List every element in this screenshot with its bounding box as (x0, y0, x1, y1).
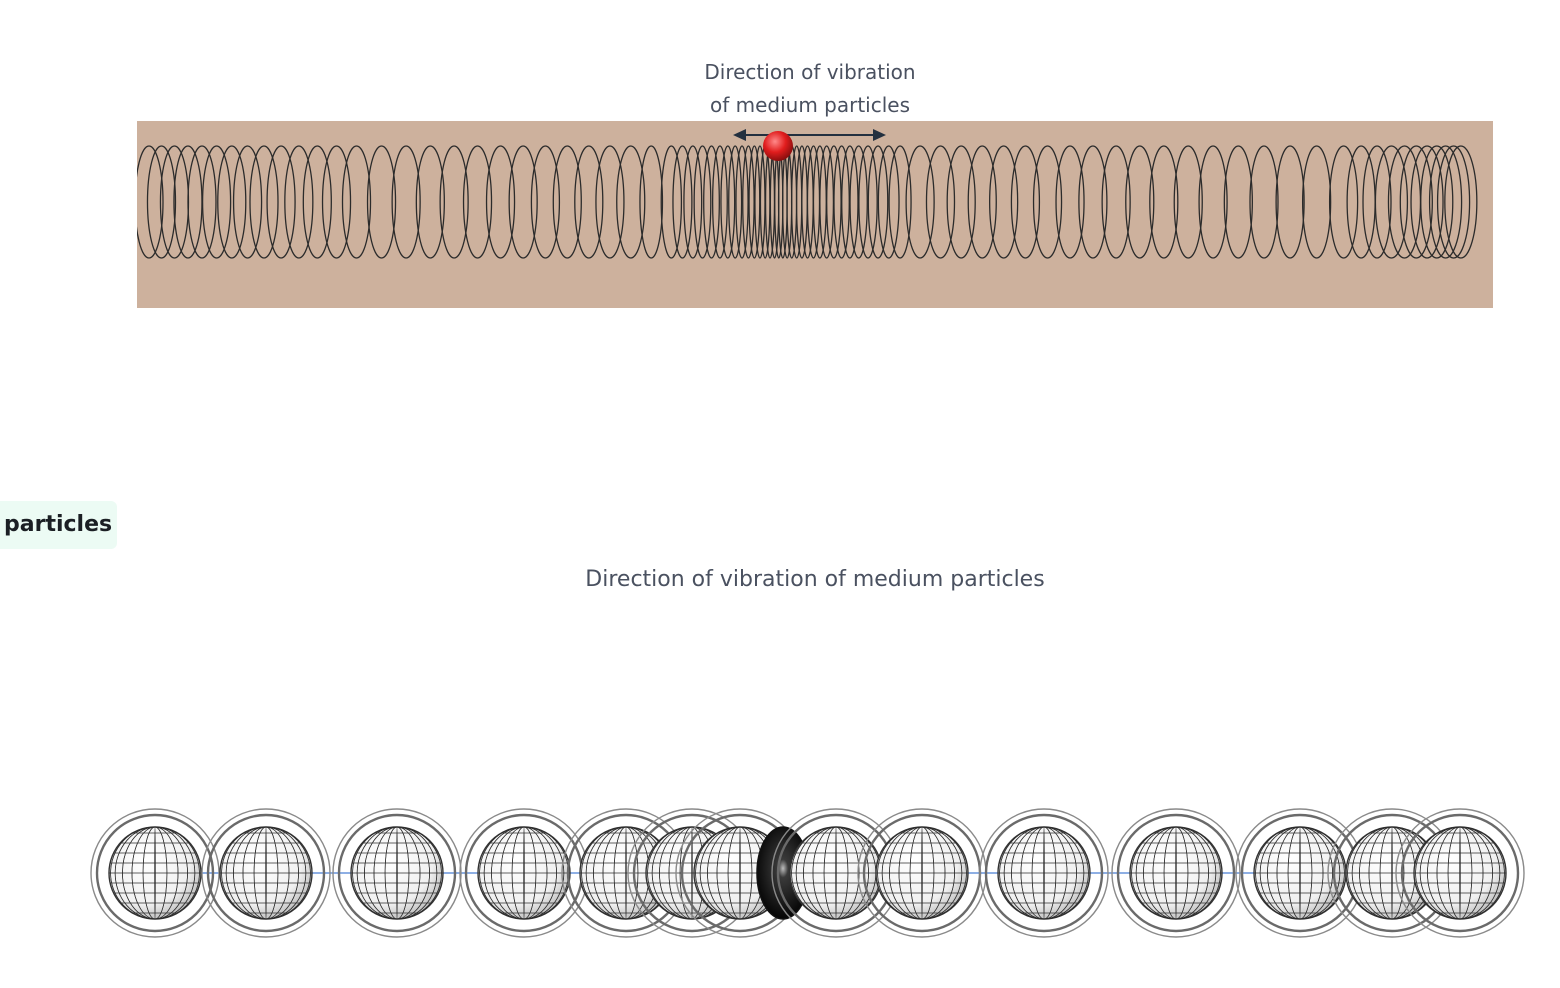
spring-coil-loop (989, 145, 1019, 259)
medium-particle (979, 808, 1109, 938)
spring-coil-loop (888, 145, 912, 259)
spring-coil-loop (284, 145, 314, 259)
spring-coil-loop (735, 145, 749, 259)
spring-coil-loop (693, 145, 712, 259)
spring-coil-loop (849, 145, 868, 259)
spring-coil-loop (439, 145, 469, 259)
spring-coil-loop (1346, 145, 1376, 259)
spring-direction-label-line1: Direction of vibration (704, 60, 916, 84)
spring-coil-loop (925, 145, 956, 259)
medium-particle (332, 808, 462, 938)
spring-coil-loop (660, 145, 683, 259)
spring-coil-loop (1444, 145, 1478, 259)
medium-particle (1395, 808, 1525, 938)
spring-coil-loop (1301, 145, 1332, 259)
spring-coil-loop (137, 145, 164, 259)
spring-coil-loop (415, 145, 445, 259)
spring-coil-loop (249, 145, 279, 259)
spring-coil-loop (146, 145, 177, 259)
spring-coil-loop (1198, 145, 1228, 259)
spring-coil-loop (1374, 145, 1409, 259)
spring-direction-label: Direction of vibration of medium particl… (660, 56, 960, 122)
spring-coil-loop (616, 145, 646, 259)
spring-coil-loop (858, 145, 878, 259)
spring-coil-loop (967, 145, 997, 259)
spring-coil-loop (1101, 145, 1131, 259)
particle-direction-label: Direction of vibration of medium particl… (585, 567, 1045, 592)
spring-coil-loop (530, 145, 561, 259)
spring-coil-loop (1362, 145, 1392, 259)
spring-coil-loop (1055, 145, 1085, 259)
medium-particle (90, 808, 220, 938)
spring-coil-loop (720, 145, 736, 259)
spring-coil-loop (595, 145, 625, 259)
particle-spheres (90, 808, 1525, 938)
spring-coil-loop (742, 145, 755, 259)
spring-coil-loop (1173, 145, 1203, 259)
spring-coil-loop (1410, 145, 1444, 259)
spring-coil-loop (1328, 145, 1359, 259)
spring-coil-loop (1428, 145, 1463, 259)
spring-coil-loop (703, 145, 720, 259)
spring-direction-label-line2: of medium particles (709, 93, 911, 117)
medium-particle (1111, 808, 1241, 938)
spring-coil-loop (1125, 145, 1155, 259)
spring-coil-loop (841, 145, 859, 259)
spring-coil-loop (946, 145, 976, 259)
spring-coil-loop (485, 145, 516, 259)
spring-coil-loop (1010, 145, 1041, 259)
spring-coil-loop (574, 145, 604, 259)
particle-chain-diagram (90, 808, 1525, 938)
spring-coil-loop (321, 145, 352, 259)
particles-tab-label: particles (4, 512, 113, 537)
spring-coil-loop (1436, 145, 1471, 259)
spring-coil-loop (1078, 145, 1108, 259)
spring-coil-loop (508, 145, 538, 259)
spring-coil-loop (683, 145, 703, 259)
spring-coil-loop (341, 145, 372, 259)
spring-coil-loop (302, 145, 332, 259)
spring-coil-loop (867, 145, 889, 259)
spring-coil-loop (833, 145, 850, 259)
spring-coils (137, 145, 1478, 259)
spring-coil-loop (187, 145, 217, 259)
spring-coil-loop (877, 145, 900, 259)
spring-coil-loop (217, 145, 247, 259)
spring-coil-diagram (137, 129, 1478, 259)
spring-coil-loop (1249, 145, 1279, 259)
spring-coil-loop (366, 145, 397, 259)
spring-coil-loop (826, 145, 842, 259)
spring-coil-loop (672, 145, 693, 259)
spring-coil-loop (1399, 145, 1433, 259)
spring-coil-loop (462, 145, 493, 259)
spring-coil-loop (711, 145, 728, 259)
spring-coil-loop (1032, 145, 1063, 259)
spring-coil-loop (266, 145, 296, 259)
spring-coil-loop (639, 145, 664, 259)
spring-coil-loop (201, 145, 232, 259)
spring-panel (137, 121, 1493, 308)
particles-tab[interactable]: particles (0, 501, 117, 549)
spring-coil-loop (748, 145, 761, 259)
spring-coil-loop (1420, 145, 1454, 259)
medium-particle-marker (763, 131, 793, 161)
spring-coil-loop (1275, 145, 1305, 259)
spring-coil-loop (232, 145, 263, 259)
medium-particle (201, 808, 331, 938)
medium-particle (1235, 808, 1365, 938)
spring-coil-loop (1149, 145, 1179, 259)
medium-particle (857, 808, 987, 938)
spring-coil-loop (905, 145, 935, 259)
spring-coil-loop (552, 145, 582, 259)
spring-coil-loop (728, 145, 743, 259)
vibration-arrow (733, 129, 886, 141)
spring-coil-loop (391, 145, 421, 259)
spring-coil-loop (1223, 145, 1253, 259)
